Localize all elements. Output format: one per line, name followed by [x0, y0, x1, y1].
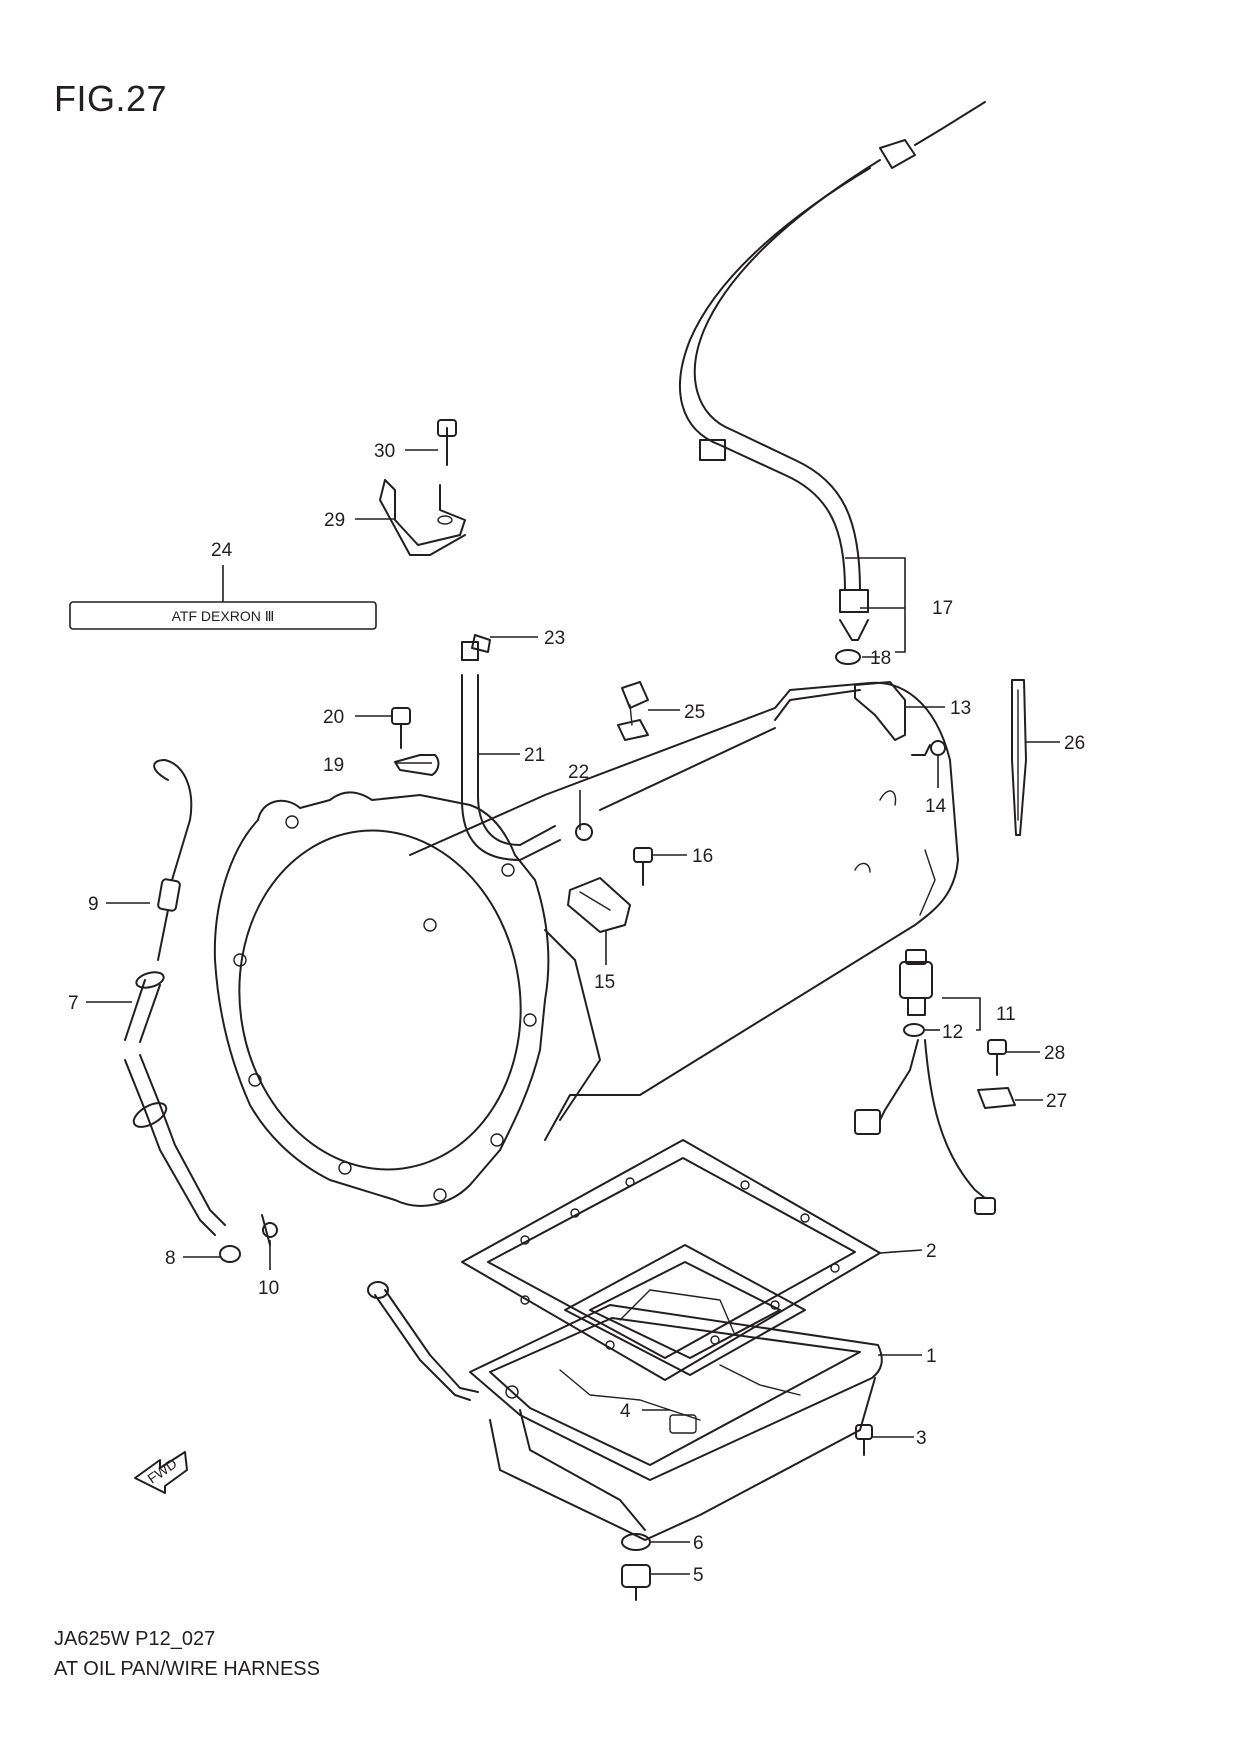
bracket-15: [567, 847, 653, 933]
callout-30: 30: [374, 441, 395, 462]
callout-22: 22: [568, 762, 589, 783]
callout-6: 6: [693, 1533, 704, 1554]
callout-23: 23: [544, 628, 565, 649]
callout-12: 12: [942, 1022, 963, 1043]
callout-4: 4: [620, 1401, 631, 1422]
dipstick-assembly: [124, 759, 278, 1263]
callout-20: 20: [323, 707, 344, 728]
figure-code: JA625W P12_027: [54, 1628, 216, 1650]
select-cable: [679, 101, 986, 756]
oil-strainer: [564, 1244, 806, 1376]
callout-2: 2: [926, 1241, 937, 1262]
oil-pan: [469, 1304, 883, 1541]
callout-9: 9: [88, 894, 99, 915]
cable-tie-26: [1011, 679, 1027, 836]
fwd-arrow-icon: FWD: [134, 1451, 188, 1494]
callout-16: 16: [692, 846, 713, 867]
callout-14: 14: [925, 796, 947, 817]
figure-title: FIG.27: [54, 78, 168, 119]
callout-7: 7: [68, 993, 79, 1014]
callout-1: 1: [926, 1346, 937, 1367]
figure-name: AT OIL PAN/WIRE HARNESS: [54, 1658, 320, 1680]
atf-label-box: ATF DEXRON Ⅲ: [69, 601, 377, 630]
callout-13: 13: [950, 698, 971, 719]
callout-labels: 1 2 3 4 5 6 7 8 9 10 11 12 13 14 15 16 1…: [68, 441, 1085, 1586]
oil-fill-pipe: [367, 1281, 479, 1401]
callout-26: 26: [1064, 733, 1085, 754]
callout-17: 17: [932, 598, 953, 619]
wire-harness-sensor: [854, 949, 1016, 1215]
callout-24: 24: [211, 540, 233, 561]
atf-label-text: ATF DEXRON Ⅲ: [172, 608, 275, 624]
callout-10: 10: [258, 1278, 279, 1299]
callout-11: 11: [996, 1004, 1016, 1025]
callout-15: 15: [594, 972, 615, 993]
callout-29: 29: [324, 510, 345, 531]
callout-28: 28: [1044, 1043, 1065, 1064]
callout-18: 18: [870, 648, 891, 669]
callout-3: 3: [916, 1428, 927, 1449]
callout-19: 19: [323, 755, 344, 776]
callout-25: 25: [684, 702, 705, 723]
callout-8: 8: [165, 1248, 176, 1269]
callout-5: 5: [693, 1565, 704, 1586]
callout-27: 27: [1046, 1091, 1067, 1112]
breather-hose: [461, 634, 593, 861]
bracket-29: [379, 419, 466, 556]
leader-lines: [86, 449, 1060, 1575]
clip-25: [617, 681, 649, 741]
bolt-20-clip-19: [391, 707, 440, 776]
oil-pan-gasket: [461, 1139, 881, 1381]
figure-footer: JA625W P12_027 AT OIL PAN/WIRE HARNESS: [54, 1624, 320, 1684]
callout-21: 21: [524, 745, 545, 766]
